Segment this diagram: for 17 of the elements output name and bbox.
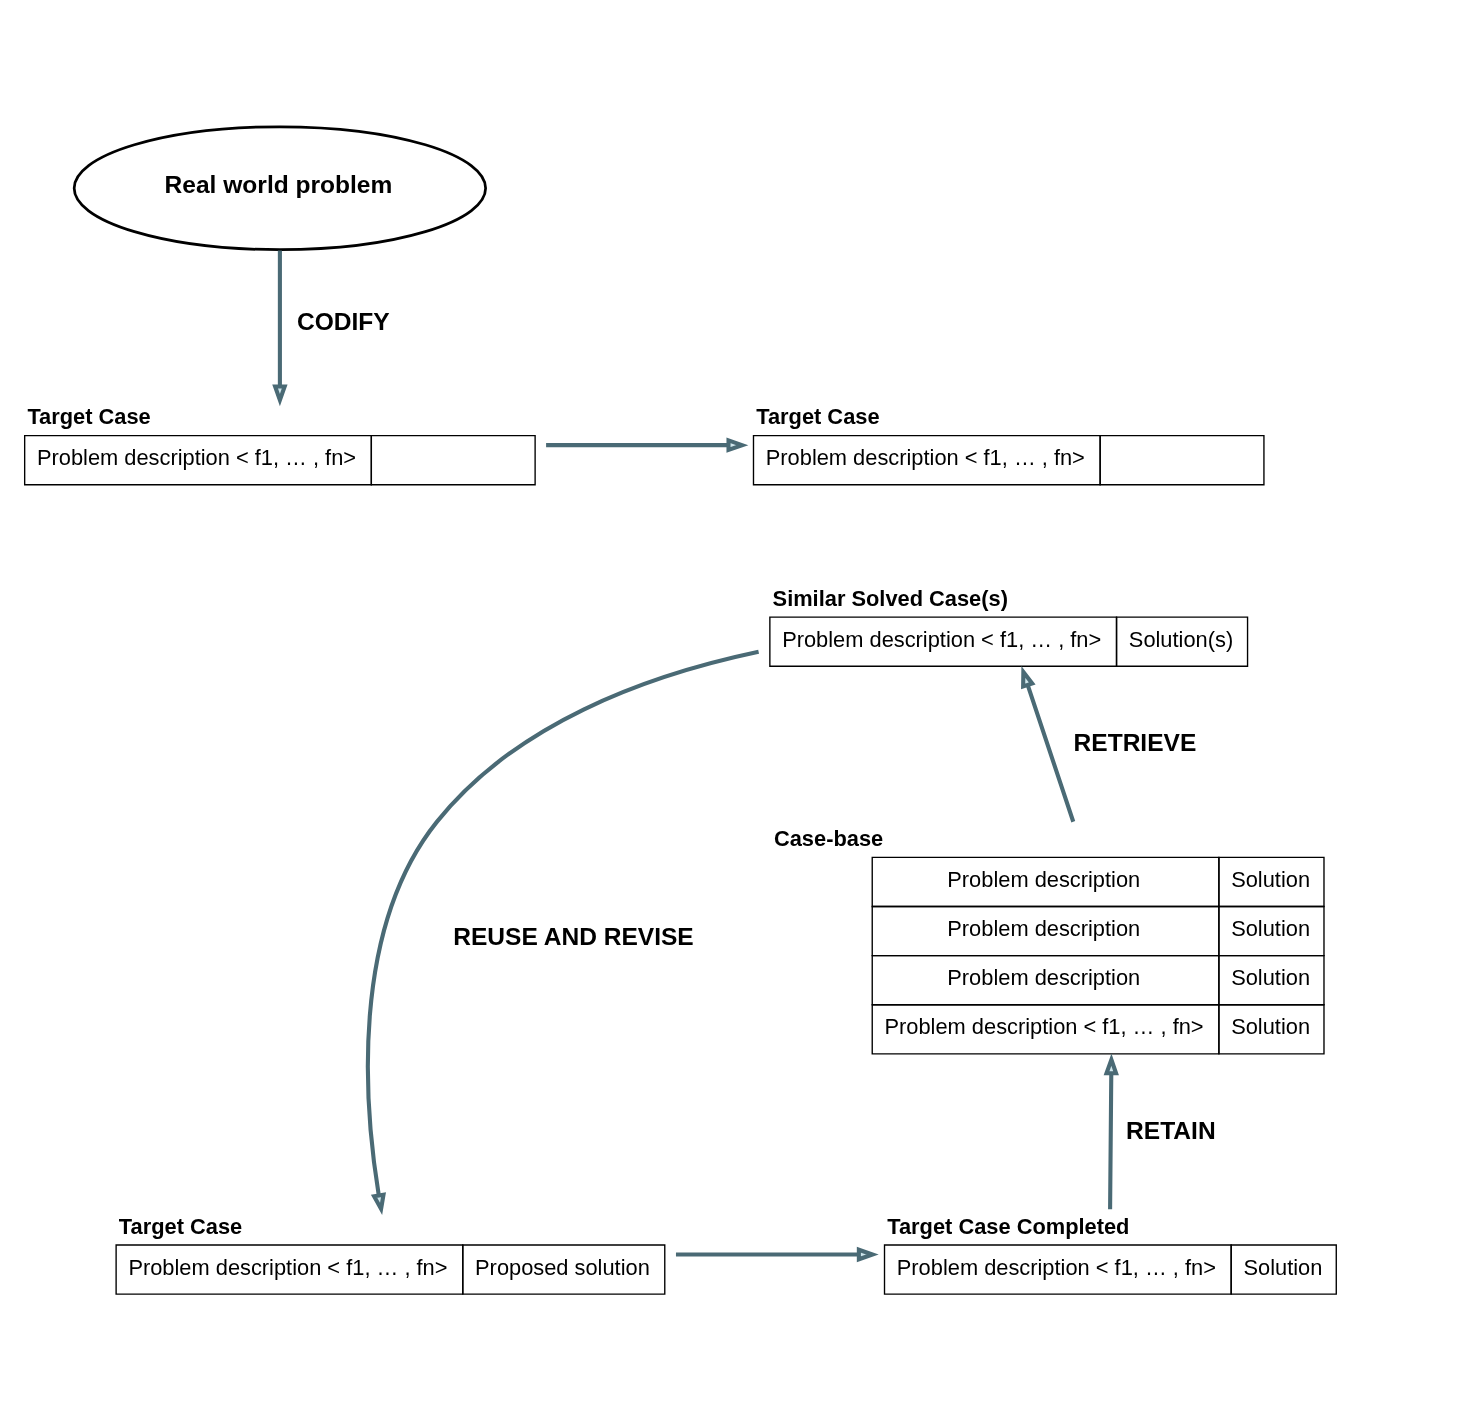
node-label: Target Case <box>118 1213 243 1239</box>
arrow <box>1103 1053 1119 1210</box>
node-label: Target Case Completed <box>887 1213 1130 1239</box>
edge-label: CODIFY <box>296 307 390 335</box>
edge-label: REUSE AND REVISE <box>453 923 694 951</box>
node-label: Similar Solved Case(s) <box>772 585 1008 611</box>
node-label: Case-base <box>773 826 884 852</box>
arrow <box>1021 666 1076 823</box>
node-label: Target Case <box>27 404 151 430</box>
arrow <box>675 1246 879 1263</box>
arrow <box>272 250 288 407</box>
node-ellipse: Real world problem <box>72 125 487 252</box>
edge-label: RETAIN <box>1126 1117 1216 1145</box>
edge-label: RETRIEVE <box>1073 729 1197 757</box>
node-label: Target Case <box>756 404 880 430</box>
arrow <box>546 437 749 453</box>
arrow <box>366 649 760 1215</box>
